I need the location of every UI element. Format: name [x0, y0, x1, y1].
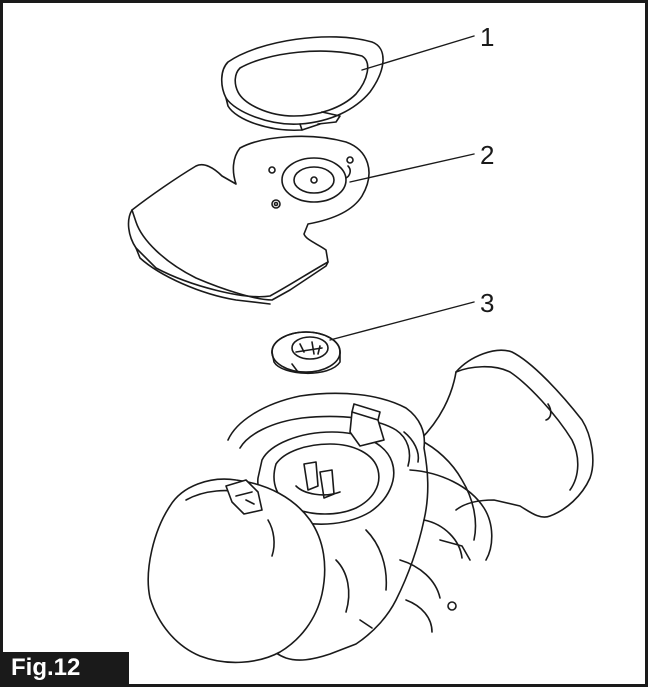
leader-line-2: [349, 153, 475, 183]
figure-label: Fig.12: [3, 652, 129, 684]
leader-lines: [329, 35, 475, 341]
callout-2: 2: [480, 140, 494, 170]
part-3-hub: [271, 331, 341, 375]
callout-1: 1: [480, 22, 494, 52]
leader-line-3: [329, 301, 475, 341]
callout-3: 3: [480, 288, 494, 318]
part-1-cover: [220, 36, 384, 131]
leader-line-1: [361, 35, 475, 71]
part-2-pad-plate: [127, 135, 370, 305]
tool-body: [147, 349, 594, 664]
